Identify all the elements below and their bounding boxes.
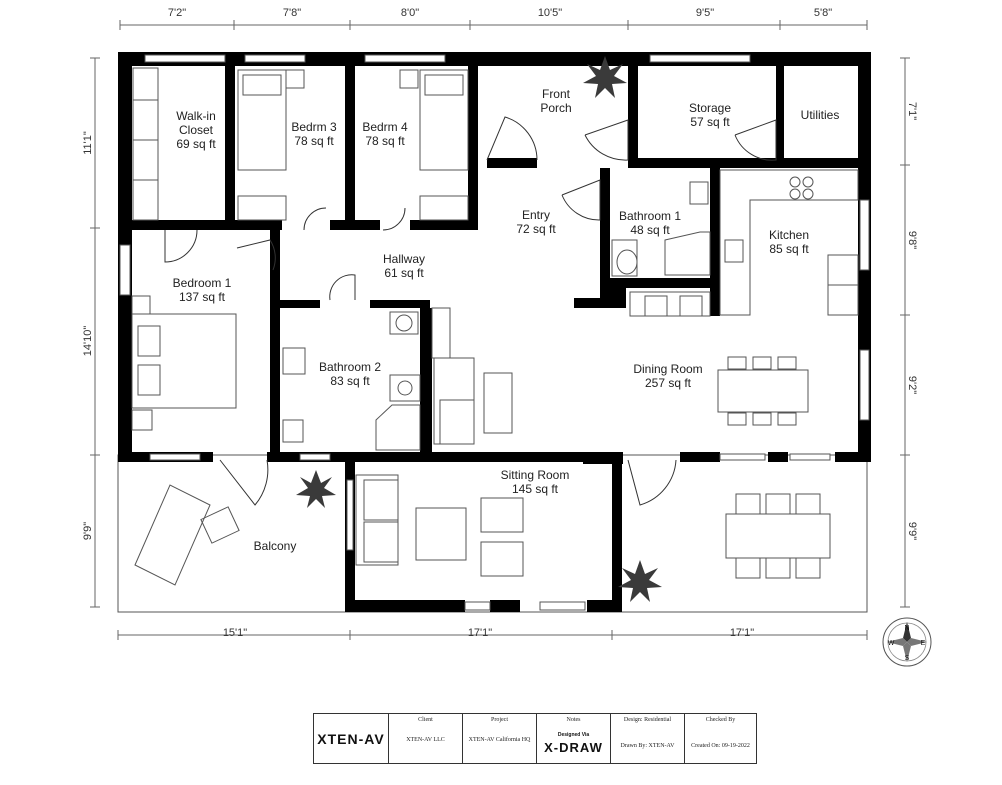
compass-n: N — [904, 625, 909, 632]
title-block: XTEN-AV Client XTEN-AV LLC Project XTEN-… — [313, 713, 757, 764]
room-storage-area: 57 sq ft — [690, 115, 730, 129]
title-block-checked: Checked By Created On: 09-19-2022 — [684, 714, 756, 763]
room-bedrm3-area: 78 sq ft — [294, 134, 334, 148]
walls — [118, 52, 871, 612]
notes-label: Notes — [566, 717, 581, 723]
dim-top-2: 7'8" — [283, 7, 301, 19]
title-block-logo-cell: XTEN-AV — [314, 714, 388, 763]
compass-icon: N S E W — [882, 617, 932, 667]
compass-s: S — [905, 655, 910, 662]
dim-top-5: 9'5" — [696, 7, 714, 19]
plant-icon — [296, 470, 336, 508]
project-value: XTEN-AV California HQ — [468, 737, 531, 743]
room-sitting-name: Sitting Room — [501, 468, 570, 482]
room-labels: Walk-in Closet 69 sq ft Bedrm 3 78 sq ft… — [173, 87, 840, 553]
room-entry-area: 72 sq ft — [516, 222, 556, 236]
design-label: Design: Residential — [623, 717, 672, 723]
room-bathroom1-name: Bathroom 1 — [619, 209, 681, 223]
dim-bottom-1: 15'1" — [223, 627, 247, 639]
dim-top-6: 5'8" — [814, 7, 832, 19]
room-sitting-area: 145 sq ft — [512, 482, 559, 496]
client-value: XTEN-AV LLC — [406, 737, 445, 743]
xten-av-logo: XTEN-AV — [317, 731, 385, 747]
exterior-outline — [117, 454, 868, 613]
doors — [164, 116, 777, 506]
room-storage-name: Storage — [689, 101, 731, 115]
x-draw-logo: X-DRAW — [544, 740, 603, 755]
title-block-client: Client XTEN-AV LLC — [388, 714, 462, 763]
client-label: Client — [418, 717, 433, 723]
room-bedrm4-name: Bedrm 4 — [362, 120, 408, 134]
room-bedroom1-name: Bedroom 1 — [173, 276, 232, 290]
dim-right-4: 9'9" — [906, 522, 918, 540]
dim-right-3: 9'2" — [906, 376, 918, 394]
room-dining-name: Dining Room — [633, 362, 702, 376]
room-dining-area: 257 sq ft — [645, 376, 692, 390]
room-hallway-area: 61 sq ft — [384, 266, 424, 280]
dim-bottom-2: 17'1" — [468, 627, 492, 639]
dim-left-3: 9'9" — [82, 522, 94, 540]
room-hallway-name: Hallway — [383, 252, 425, 266]
dim-bottom-3: 17'1" — [730, 627, 754, 639]
room-kitchen-area: 85 sq ft — [769, 242, 809, 256]
room-porch-name: Front — [542, 87, 571, 101]
created-on: Created On: 09-19-2022 — [691, 743, 750, 749]
furniture — [131, 67, 859, 586]
dimension-lines — [90, 20, 910, 640]
dim-top-4: 10'5" — [538, 7, 562, 19]
room-porch-name2: Porch — [540, 101, 571, 115]
dim-top-3: 8'0" — [401, 7, 419, 19]
room-walkin-area: 69 sq ft — [176, 137, 216, 151]
room-kitchen-name: Kitchen — [769, 228, 809, 242]
room-balcony-name: Balcony — [254, 539, 297, 553]
plant-icon — [618, 560, 662, 602]
room-bathroom2-name: Bathroom 2 — [319, 360, 381, 374]
compass-e: E — [921, 640, 926, 647]
dim-left-2: 14'10" — [82, 326, 94, 357]
dim-left-1: 11'1" — [82, 131, 94, 155]
dim-right-2: 9'8" — [906, 231, 918, 249]
compass-w: W — [888, 640, 895, 647]
dim-right-1: 7'1" — [906, 102, 918, 120]
title-block-project: Project XTEN-AV California HQ — [462, 714, 536, 763]
floor-plan: 7'2" 7'8" 8'0" 10'5" 9'5" 5'8" 15'1" 17'… — [82, 7, 932, 667]
room-utilities-name: Utilities — [801, 108, 840, 122]
room-bedroom1-area: 137 sq ft — [179, 290, 226, 304]
plant-icons — [296, 56, 662, 602]
room-entry-name: Entry — [522, 208, 550, 222]
windows — [119, 54, 870, 611]
title-block-design: Design: Residential Drawn By: XTEN-AV — [610, 714, 684, 763]
drawn-by: Drawn By: XTEN-AV — [620, 743, 675, 749]
dim-labels: 7'2" 7'8" 8'0" 10'5" 9'5" 5'8" 15'1" 17'… — [82, 7, 918, 639]
designed-via-label: Designed Via — [557, 732, 590, 738]
plant-icon — [583, 56, 627, 98]
room-bedrm3-name: Bedrm 3 — [291, 120, 337, 134]
title-block-notes: Notes Designed Via X-DRAW — [536, 714, 610, 763]
dim-top-1: 7'2" — [168, 7, 186, 19]
project-label: Project — [491, 717, 508, 723]
room-bathroom2-area: 83 sq ft — [330, 374, 370, 388]
room-bathroom1-area: 48 sq ft — [630, 223, 670, 237]
room-walkin-name: Walk-in — [176, 109, 216, 123]
room-walkin-name2: Closet — [179, 123, 214, 137]
room-bedrm4-area: 78 sq ft — [365, 134, 405, 148]
checked-label: Checked By — [705, 717, 736, 723]
